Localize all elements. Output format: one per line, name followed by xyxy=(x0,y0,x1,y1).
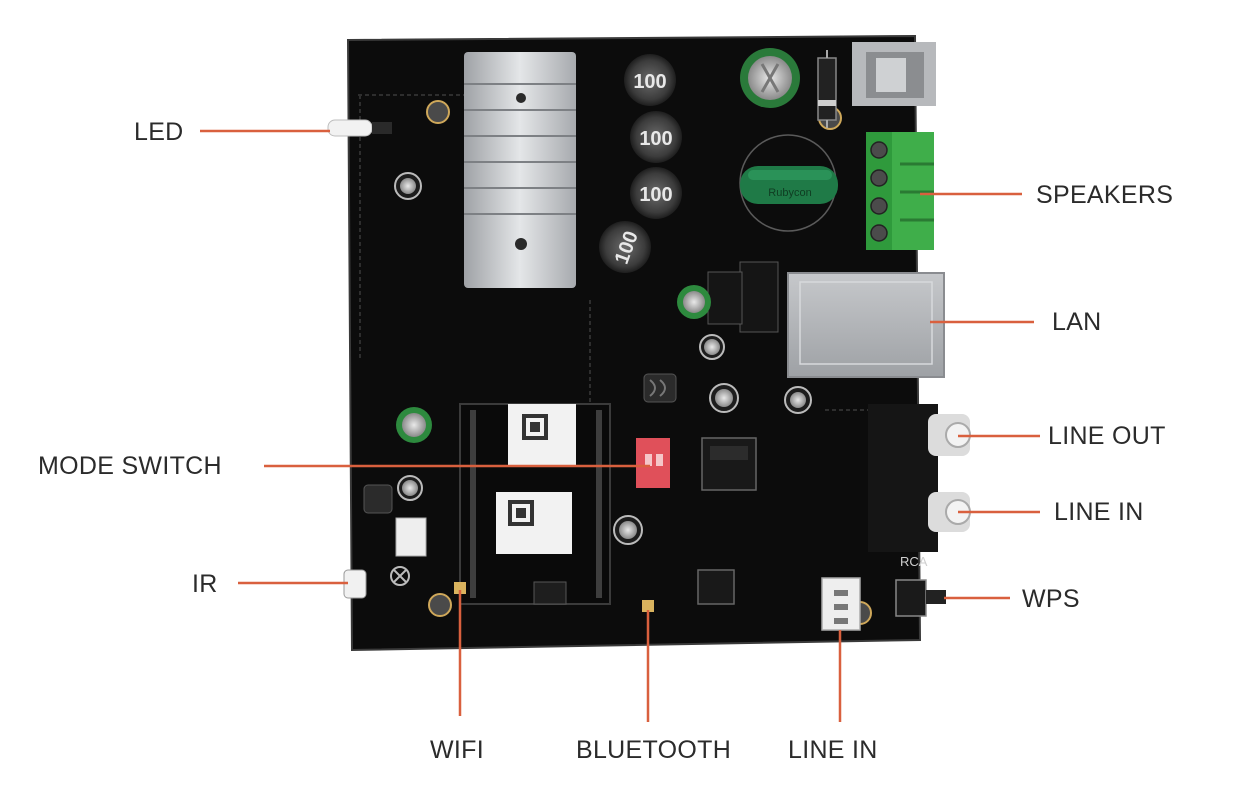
lan-transformer-chip xyxy=(707,261,779,333)
rca-marking: RCA xyxy=(900,554,928,569)
lan-jack xyxy=(787,272,945,378)
dip-switch xyxy=(636,438,670,488)
label-line-in-right: LINE IN xyxy=(1054,498,1144,526)
wps-button xyxy=(895,579,946,617)
speaker-terminal-block xyxy=(866,132,934,250)
small-capacitors xyxy=(394,172,812,545)
rca-line-in xyxy=(868,484,971,552)
label-line-out: LINE OUT xyxy=(1048,422,1166,450)
label-speakers: SPEAKERS xyxy=(1036,181,1174,209)
led-component xyxy=(327,119,392,137)
capacitor-horizontal: Rubycon xyxy=(739,134,838,232)
heatsink xyxy=(464,52,576,288)
inductor-4: 100 xyxy=(599,221,651,273)
label-lan: LAN xyxy=(1052,308,1102,336)
inductor-marking-1: 100 xyxy=(633,71,666,93)
bt-antenna-connector xyxy=(642,600,654,612)
ir-receiver xyxy=(343,566,410,599)
small-inductor xyxy=(363,373,677,514)
label-ir: IR xyxy=(192,570,218,598)
inductor-marking-3: 100 xyxy=(639,184,672,206)
label-mode-switch: MODE SWITCH xyxy=(38,452,222,480)
wifi-antenna-connector xyxy=(454,582,466,594)
inductor-marking-2: 100 xyxy=(639,128,672,150)
inductor-2: 100 xyxy=(630,111,682,163)
label-led: LED xyxy=(134,118,184,146)
inductor-3: 100 xyxy=(630,167,682,219)
label-line-in-bottom: LINE IN xyxy=(788,736,878,764)
svg-text:Rubycon: Rubycon xyxy=(768,187,811,199)
capacitor-top xyxy=(740,48,800,108)
two-pin-connector xyxy=(395,517,427,557)
power-jack xyxy=(852,42,936,106)
dsp-chip xyxy=(697,569,735,605)
main-chip xyxy=(701,437,757,491)
label-wps: WPS xyxy=(1022,585,1080,613)
rca-line-out xyxy=(868,404,971,486)
label-bluetooth: BLUETOOTH xyxy=(576,736,732,764)
wifi-module xyxy=(459,403,611,605)
inductor-1: 100 xyxy=(624,54,676,106)
leader-lines xyxy=(200,129,1040,722)
diode xyxy=(817,50,837,128)
label-wifi: WIFI xyxy=(430,736,484,764)
line-in-connector-bottom xyxy=(821,577,861,631)
